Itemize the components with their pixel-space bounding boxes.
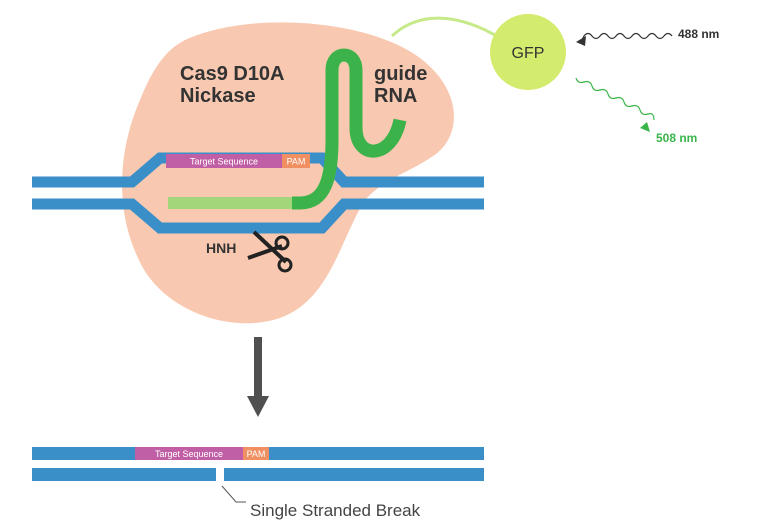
break-pointer [221, 485, 246, 503]
break-caption: Single Stranded Break [250, 501, 421, 520]
result-pam-label: PAM [247, 449, 266, 459]
cas9-protein-blob [122, 22, 454, 324]
guide-label-line2: RNA [374, 85, 417, 107]
target-sequence-box [166, 154, 282, 168]
protein-label-line1: Cas9 D10A [180, 63, 285, 85]
emission-label: 508 nm [656, 131, 697, 145]
result-dna-lower-left [32, 468, 216, 481]
hnh-label: HNH [206, 240, 236, 256]
gfp-label: GFP [512, 45, 545, 62]
protein-label-line2: Nickase [180, 85, 256, 107]
guide-label-line1: guide [374, 63, 427, 85]
scissors-icon [247, 230, 293, 273]
target-strand-segment [168, 197, 292, 209]
gfp-circle [490, 14, 566, 90]
result-pam-box [243, 447, 269, 460]
excitation-arrowhead [576, 36, 586, 46]
result-dna-lower-right [224, 468, 484, 481]
guide-rna [292, 48, 407, 210]
emission-wave [575, 77, 655, 121]
excitation-label: 488 nm [678, 27, 719, 41]
arrow-down-icon [247, 337, 269, 417]
pam-box [282, 154, 310, 168]
result-target-sequence-label: Target Sequence [155, 449, 223, 459]
excitation-wave [581, 32, 673, 41]
pam-label: PAM [287, 157, 306, 167]
target-sequence-label: Target Sequence [190, 157, 258, 167]
emission-arrowhead [640, 122, 650, 132]
result-target-sequence-box [135, 447, 243, 460]
gfp-tether [390, 16, 501, 40]
dna-strand-lower [32, 198, 484, 234]
